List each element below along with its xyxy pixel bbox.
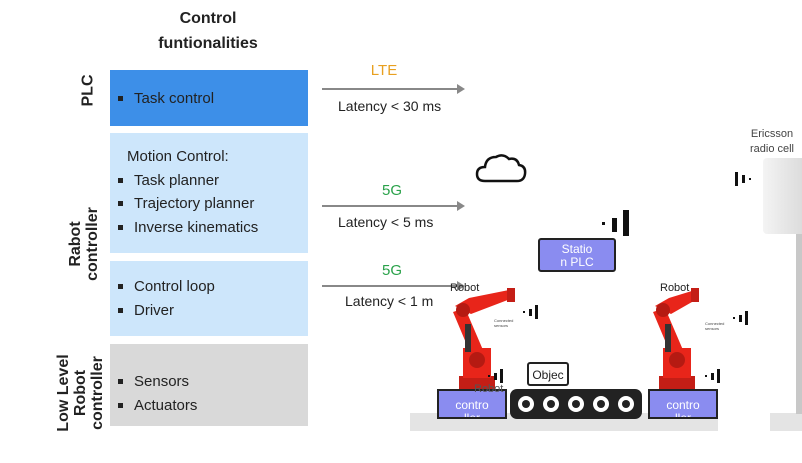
control-functionalities-heading: Control funtionalities [110,6,306,56]
station-plc-box: Statio n PLC [538,238,616,272]
robot-left-label: Robot [450,282,480,294]
g5-latency-upper: Latency < 5 ms [338,214,434,230]
signal-icon-controller-right [705,369,720,383]
lte-arrow [322,84,465,94]
robot-right-label: Robot [660,282,690,294]
signal-icon-robot-left [523,305,538,319]
conveyor-rollers [518,396,634,412]
station-plc-line1: Statio [561,242,593,256]
signal-icon-controller-left [488,369,503,383]
motion-control-box: Motion Control: Task planner Trajectory … [110,133,308,253]
motion-item-inverse-kinematics: Inverse kinematics [110,216,308,240]
heading-line-1: Control [179,10,237,27]
signal-icon-radio-cell [735,172,751,186]
loop-item-driver: Driver [110,299,308,323]
signal-icon-robot-right [733,311,748,325]
lte-label: LTE [370,62,398,79]
g5-label-lower: 5G [381,262,402,279]
robot-controller-right: contro ller [648,389,718,419]
motion-control-title: Motion Control: [127,148,229,165]
row-label-low-line1: Low Level [55,354,72,432]
controller-right-line1: contro [666,398,700,412]
control-loop-list: Control loop Driver [110,275,308,322]
sensors-box: Sensors Actuators [110,344,308,426]
ericsson-line1: Ericsson [750,128,794,140]
signal-icon-station [602,210,629,236]
sensor-item-actuators: Actuators [110,394,308,418]
heading-line-2: funtionalities [158,35,258,52]
row-label-low-line2: Robot [72,369,89,417]
connected-sensors-right-line1: Connected [705,321,725,326]
g5-arrow-upper [322,201,465,211]
connected-sensors-right-line2: sensors [705,326,720,331]
row-label-robot-line2: controller [84,207,101,281]
motion-control-list: Task planner Trajectory planner Inverse … [110,169,308,240]
cloud-icon [475,154,527,183]
robot-arm-right [653,288,699,392]
controller-left-line2: ller [463,411,480,419]
controller-left-line1: contro [455,398,489,412]
plc-item-task-control: Task control [110,87,308,111]
row-label-robot-line1: Rabot [67,221,84,267]
ericsson-line2: radio cell [749,143,795,155]
row-label-plc-text: PLC [79,74,97,107]
g5-label-upper: 5G [381,182,402,199]
row-label-low-level-controller: Low Level Robot controller [55,323,109,463]
robot-arm-left [453,288,515,392]
controller-left-overlay-label: Robot [474,383,504,395]
robot-controller-left: contro ller [437,389,507,419]
motion-item-trajectory-planner: Trajectory planner [110,192,308,216]
station-plc-line2: n PLC [560,255,594,269]
ericsson-radio-cell-label: Ericsson radio cell [742,127,802,157]
radio-cell-unit [763,158,802,234]
lte-latency: Latency < 30 ms [338,98,442,114]
sensors-list: Sensors Actuators [110,370,308,417]
control-loop-box: Control loop Driver [110,261,308,336]
radio-cell-pole [796,234,802,414]
sensor-item-sensors: Sensors [110,370,308,394]
connected-sensors-left-line1: Connected [494,318,514,323]
motion-item-task-planner: Task planner [110,169,308,193]
connected-sensors-left: Connected sensors [494,318,513,328]
connected-sensors-right: Connected sensors [705,321,724,331]
object-box: Objec [527,362,569,386]
plc-box: Task control [110,70,308,126]
g5-arrow-lower [322,281,465,291]
row-label-robot-controller: Rabot controller [67,184,103,304]
loop-item-control-loop: Control loop [110,275,308,299]
row-label-plc: PLC [80,71,97,111]
floor-right [770,413,802,431]
plc-box-list: Task control [110,87,308,111]
connected-sensors-left-line2: sensors [494,323,509,328]
g5-latency-lower: Latency < 1 m [345,293,434,309]
controller-right-line2: ller [674,411,691,419]
row-label-low-line3: controller [89,356,106,430]
object-label: Objec [532,368,564,382]
